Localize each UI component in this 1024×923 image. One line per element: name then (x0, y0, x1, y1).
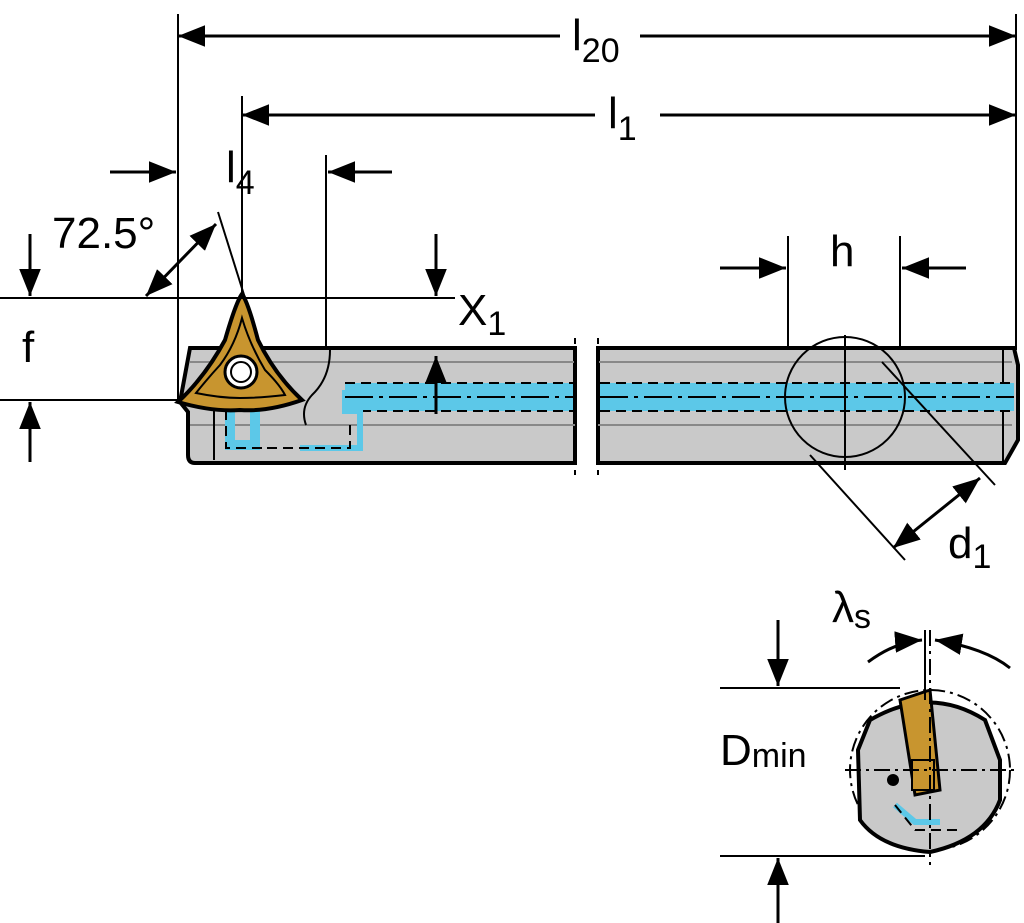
label-l4: l4 (226, 143, 255, 202)
label-x1: X1 (458, 286, 506, 343)
label-f: f (22, 323, 35, 372)
label-angle: 72.5° (52, 209, 155, 258)
label-lambda-s: λs (832, 583, 871, 636)
flat-profile (784, 335, 906, 470)
label-dmin: Dmin (720, 726, 807, 775)
triangular-insert (174, 290, 306, 413)
label-l1: l1 (608, 89, 637, 148)
dimension-lines (0, 14, 1017, 561)
label-h: h (830, 227, 854, 276)
coolant-channel (225, 382, 1014, 451)
label-d1: d1 (948, 519, 991, 576)
end-view (720, 620, 1018, 923)
labels: l20 l1 l4 72.5° X1 f h d1 λs Dmin (22, 11, 991, 775)
label-l20: l20 (572, 11, 620, 70)
